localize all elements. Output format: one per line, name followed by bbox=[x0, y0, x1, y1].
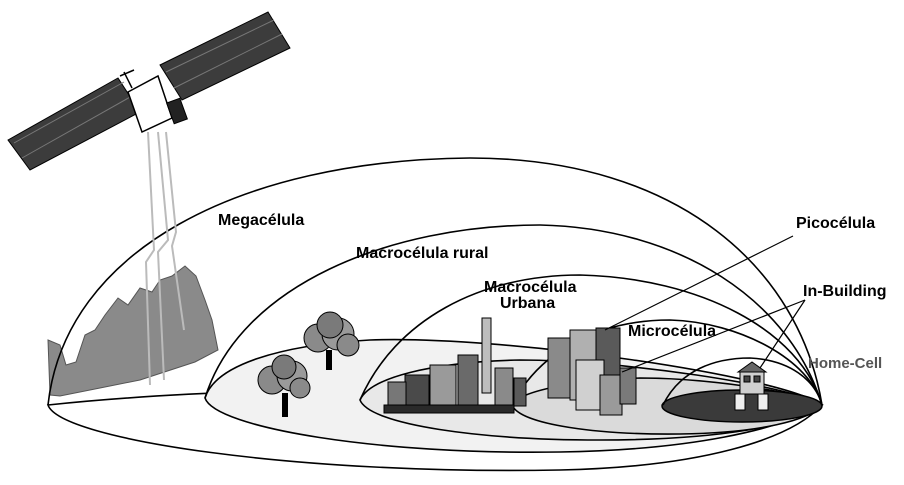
mountain bbox=[48, 266, 218, 396]
rural-macrocell-label: Macrocélula rural bbox=[356, 245, 489, 262]
urban-macrocell-label-line1: Macrocélula bbox=[484, 279, 577, 296]
home-cell-label: Home-Cell bbox=[808, 355, 882, 372]
satellite-body bbox=[128, 76, 172, 132]
in-building-label: In-Building bbox=[803, 283, 887, 300]
urban-macrocell-label-line2: Urbana bbox=[500, 295, 555, 312]
leader-lines bbox=[605, 236, 805, 372]
satellite-right-panel bbox=[160, 12, 290, 100]
picocell-label: Picocélula bbox=[796, 215, 875, 232]
megacell-label: Megacélula bbox=[218, 212, 304, 229]
satellite-left-panel bbox=[8, 78, 140, 170]
microcell-label: Microcélula bbox=[628, 323, 716, 340]
